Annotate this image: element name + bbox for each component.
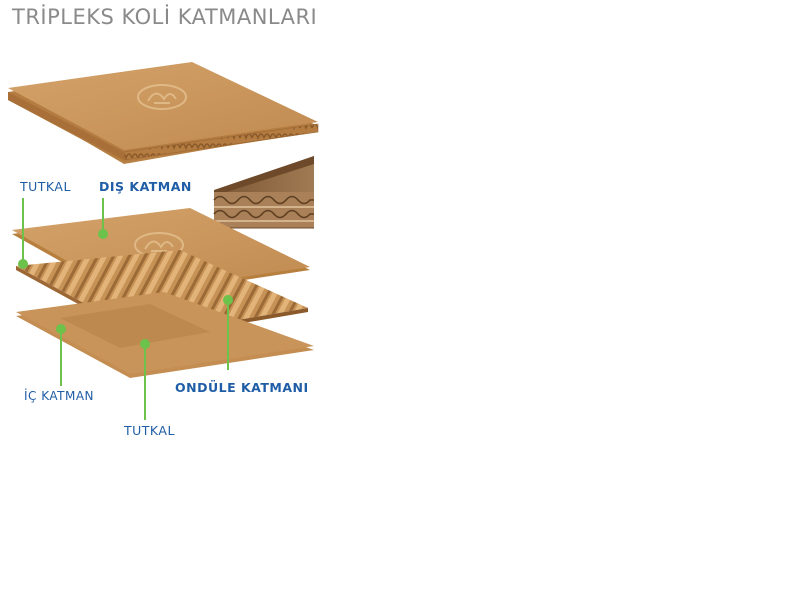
label-outer-layer: DIŞ KATMAN: [99, 179, 192, 194]
assembled-board: [8, 62, 318, 164]
label-glue-top: TUTKAL: [19, 179, 71, 194]
leader-dot-inner-layer: [57, 325, 65, 333]
leader-dot-outer-layer: [99, 230, 107, 238]
leader-dot-glue-top: [19, 260, 27, 268]
cross-section-sample: [214, 156, 314, 228]
label-fluting-layer: ONDÜLE KATMANI: [175, 380, 309, 395]
label-inner-layer: İÇ KATMAN: [24, 388, 94, 403]
label-glue-bottom: TUTKAL: [123, 423, 175, 438]
leader-dot-fluting: [224, 296, 232, 304]
leader-dot-glue-bottom: [141, 340, 149, 348]
